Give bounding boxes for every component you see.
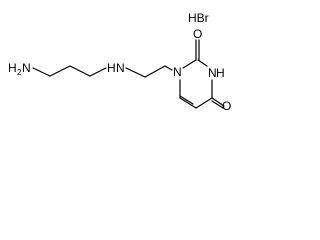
- structure-diagram: HBr H 2 N H N N O N H O: [8, 11, 231, 113]
- bond-c5-n1: [164, 65, 173, 71]
- bond-c4-c5: [195, 97, 213, 109]
- bond-n-c1: [32, 67, 51, 77]
- bond-c3-nh: [89, 67, 107, 77]
- bond-c2-n3: [197, 59, 208, 67]
- ring-n1-label: N: [173, 65, 182, 79]
- ring-n3-n: N: [208, 66, 217, 80]
- bond-c4-o4-b: [211, 100, 224, 109]
- bond-c2-c3: [69, 65, 91, 77]
- bond-n1-c2: [182, 59, 197, 69]
- bond-c1-c2: [49, 65, 71, 77]
- bond-nh-c4: [125, 67, 146, 78]
- secondary-amine-h: H: [107, 61, 116, 75]
- carbonyl-o2-label: O: [193, 27, 202, 41]
- secondary-amine-n: N: [116, 61, 125, 75]
- ring-n3-h: H: [216, 66, 225, 80]
- terminal-amine-subscript: 2: [17, 68, 22, 77]
- bond-c4-o4-a: [211, 97, 225, 107]
- bond-c5-c6-b: [179, 95, 194, 105]
- bond-c4-c5: [144, 65, 166, 78]
- bond-c5-c6-a: [179, 97, 197, 109]
- terminal-amine-n: N: [22, 61, 31, 75]
- counterion-label: HBr: [188, 11, 209, 25]
- carbonyl-o4-label: O: [222, 99, 231, 113]
- terminal-amine-h: H: [8, 61, 17, 75]
